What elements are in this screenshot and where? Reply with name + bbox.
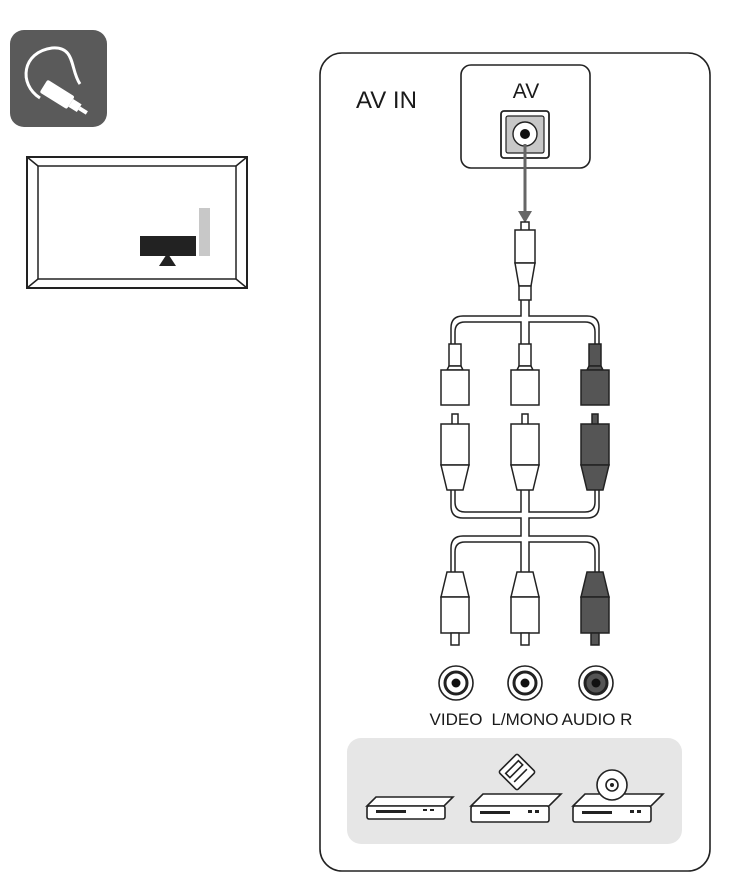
video-plug-lower — [440, 571, 470, 646]
plug-row-upper-top — [440, 343, 610, 406]
port-label-video: VIDEO — [430, 710, 483, 729]
cable-harness — [450, 300, 600, 572]
mono-port — [507, 665, 543, 701]
av-jack-box: AV — [460, 64, 591, 169]
audio-r-plug-lower — [580, 571, 610, 646]
av-plug-top — [514, 221, 536, 301]
av-jack-label: AV — [513, 80, 539, 103]
plug-row-upper-bottom — [440, 413, 610, 491]
audio-r-plug-upper — [580, 343, 610, 406]
audio-r-plug-mating — [580, 413, 610, 491]
port-label-audio-r: AUDIO R — [562, 710, 633, 729]
mono-plug-lower — [510, 571, 540, 646]
tv-rear-port-icon — [26, 156, 248, 289]
plug-row-lower — [440, 571, 610, 646]
mono-plug-upper — [510, 343, 540, 406]
vcr-icon — [365, 796, 455, 820]
device-tray — [347, 738, 682, 844]
video-port — [438, 665, 474, 701]
insert-arrow — [518, 144, 532, 223]
video-plug-mating — [440, 413, 470, 491]
port-jacks — [438, 665, 614, 701]
camcorder-dvd-recorder-icon — [469, 753, 563, 823]
dvd-player-icon — [571, 769, 665, 823]
port-label-l-mono: L/MONO — [491, 710, 558, 729]
mono-plug-mating — [510, 413, 540, 491]
audio-r-port — [578, 665, 614, 701]
av-in-title: AV IN — [356, 87, 417, 114]
video-plug-upper — [440, 343, 470, 406]
cable-plug-icon — [10, 30, 107, 127]
